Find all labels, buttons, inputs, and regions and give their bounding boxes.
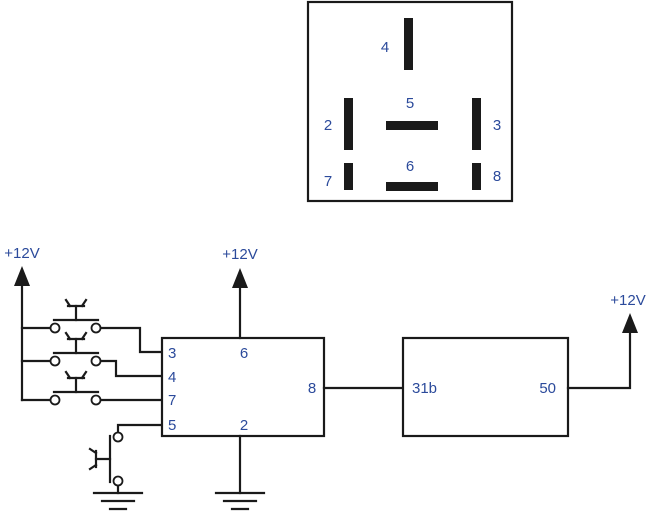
connector-pin-3-bar	[472, 98, 481, 150]
module-a-pin-label: 4	[168, 369, 176, 386]
connector-pin-8-bar	[472, 163, 481, 190]
push-button-1	[20, 298, 164, 354]
supply-label-right: +12V	[610, 292, 645, 309]
connector-pin-label: 3	[493, 117, 501, 134]
module-a-pin-label: 8	[308, 380, 316, 397]
supply-arrow-module-a	[232, 268, 248, 288]
module-a-box	[160, 336, 326, 438]
connector-pin-6-bar	[386, 182, 438, 191]
push-button-4	[88, 423, 164, 511]
supply-arrow-right	[622, 313, 638, 333]
module-b-box	[401, 336, 570, 438]
module-a-pin-label: 7	[168, 392, 176, 409]
connector-pin-label: 7	[324, 173, 332, 190]
module-b-pin-label-right: 50	[539, 380, 556, 397]
connector-pin-label: 8	[493, 168, 501, 185]
push-button-2	[20, 331, 164, 378]
left-supply: +12V	[4, 245, 40, 402]
right-supply: +12V	[566, 292, 646, 390]
connector-pin-4-bar	[404, 18, 413, 70]
module-a-pin-label: 2	[240, 417, 248, 434]
connector-pin-label: 6	[406, 158, 414, 175]
connector-pin-label: 2	[324, 117, 332, 134]
connector-pin-7-bar	[344, 163, 353, 190]
connector-pin-2-bar	[344, 98, 353, 150]
connector-pin-label: 5	[406, 95, 414, 112]
module-a: +12V 3 4 7 5 6 2 8	[160, 246, 326, 511]
wire-b-to-supply	[566, 328, 632, 390]
module-a-pin-label: 3	[168, 345, 176, 362]
module-b: 31b 50	[401, 336, 570, 438]
connector-pin-5-bar	[386, 121, 438, 130]
connector-pin-label: 4	[381, 39, 389, 56]
module-a-pin-label: 5	[168, 417, 176, 434]
push-button-3	[20, 370, 164, 406]
connector-pinout: 4 5 2 3 6 7 8	[306, 0, 514, 203]
supply-label-module-a: +12V	[222, 246, 257, 263]
module-a-pin-label: 6	[240, 345, 248, 362]
supply-label-left: +12V	[4, 245, 39, 262]
module-b-pin-label-left: 31b	[412, 380, 437, 397]
supply-arrow-left	[14, 266, 30, 286]
